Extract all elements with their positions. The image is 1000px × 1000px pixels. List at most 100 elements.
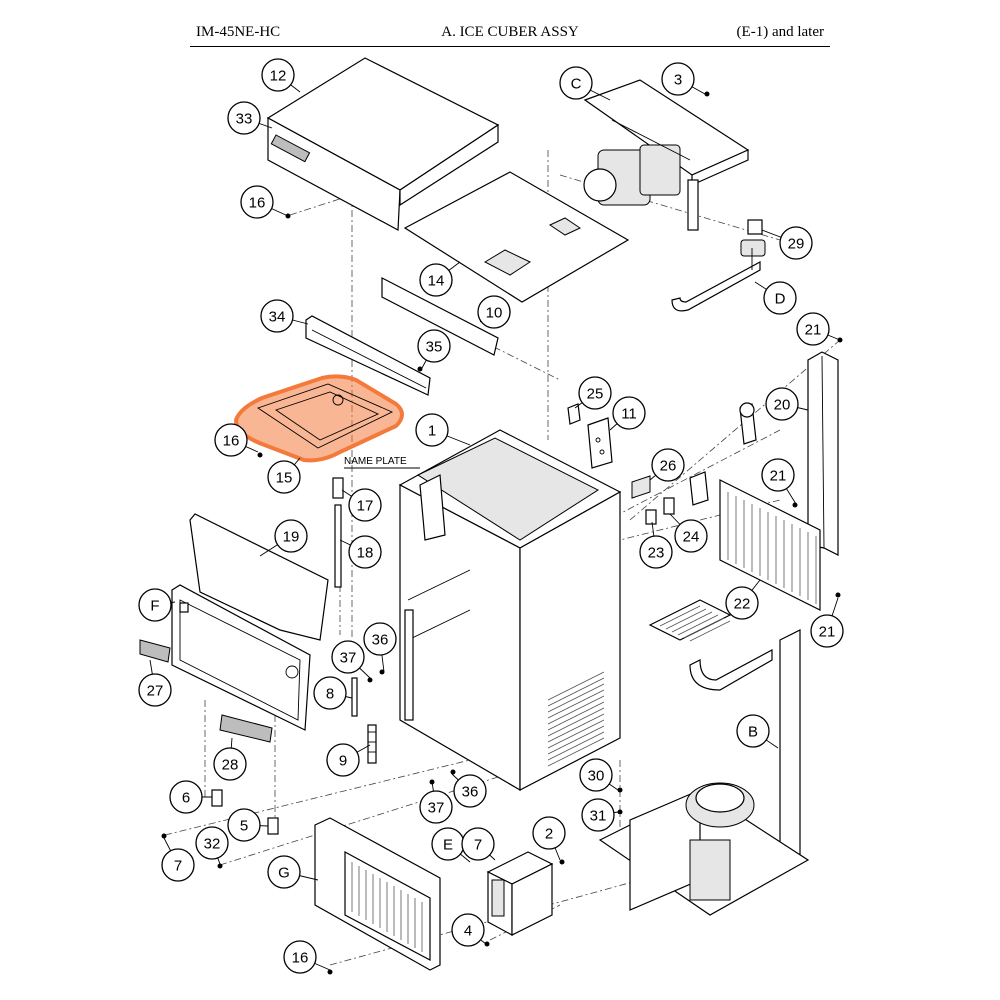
control-mechanism-part-C (583, 79, 750, 231)
callout-number: 22 (734, 596, 751, 613)
callout-circle (260, 299, 294, 333)
callout-number: 28 (222, 757, 239, 774)
callout-36: 36 (453, 774, 487, 808)
page-header: IM-45NE-HC A. ICE CUBER ASSY (E-1) and l… (190, 20, 830, 47)
labels-27-28 (139, 639, 273, 743)
top-panel-part-12 (266, 57, 500, 231)
cabinet-part-1 (398, 429, 622, 792)
callout-25: 25 (578, 376, 612, 410)
callout-number: 15 (276, 470, 293, 487)
callout-number: 19 (283, 529, 300, 546)
callout-number: 30 (588, 768, 605, 785)
callout-32: 32 (195, 826, 229, 860)
callout-number: 20 (774, 397, 791, 414)
callout-circle (639, 535, 673, 569)
callout-number: 21 (819, 624, 836, 641)
callout-circle (810, 614, 844, 648)
callout-28: 28 (213, 747, 247, 781)
callout-circle (274, 519, 308, 553)
callout-6: 6 (169, 780, 203, 814)
callout-9: 9 (326, 743, 360, 777)
callout-circle (559, 66, 593, 100)
bracket-part-34 (305, 315, 431, 396)
control-box-part-E (486, 851, 554, 937)
callout-circle (725, 586, 759, 620)
callout-number: 31 (590, 808, 607, 825)
callout-circle (313, 676, 347, 710)
callout-number: 5 (240, 818, 248, 835)
callout-circle (461, 827, 495, 861)
callout-number: 37 (428, 800, 445, 817)
callout-circle (415, 413, 449, 447)
callout-circle (214, 423, 248, 457)
callout-D: D (763, 281, 797, 315)
callout-35: 35 (417, 329, 451, 363)
callout-31: 31 (581, 798, 615, 832)
callout-number: 2 (545, 826, 553, 843)
callout-circle (453, 774, 487, 808)
callout-number: 23 (648, 545, 665, 562)
callout-30: 30 (579, 758, 613, 792)
callout-24: 24 (674, 519, 708, 553)
callout-G: G (267, 855, 301, 889)
name-plate-label: NAME PLATE (344, 456, 407, 467)
front-bar-part-10 (381, 277, 499, 356)
callout-17: 17 (348, 488, 382, 522)
callout-11: 11 (612, 396, 646, 430)
callout-21: 21 (810, 614, 844, 648)
callout-18: 18 (348, 535, 382, 569)
callout-number: 10 (486, 305, 503, 322)
callout-21: 21 (761, 458, 795, 492)
model-number: IM-45NE-HC (196, 24, 281, 40)
callout-circle (227, 808, 261, 842)
callout-16: 16 (214, 423, 248, 457)
callout-circle (213, 747, 247, 781)
callout-23: 23 (639, 535, 673, 569)
callout-22: 22 (725, 586, 759, 620)
callout-number: 24 (683, 529, 700, 546)
callout-number: 36 (462, 784, 479, 801)
control-parts-25-11-26-23-24 (567, 403, 709, 525)
tray-part-15-highlight (233, 374, 404, 463)
callout-circle (578, 376, 612, 410)
callout-circle (581, 798, 615, 832)
callout-37: 37 (331, 640, 365, 674)
callout-circle (331, 640, 365, 674)
callout-number: 27 (147, 683, 164, 700)
front-grille-part-G (314, 817, 441, 971)
callout-number: E (443, 837, 453, 854)
callout-number: 12 (270, 68, 287, 85)
callout-number: 16 (292, 950, 309, 967)
callout-number: 7 (474, 837, 482, 854)
callout-circle (451, 913, 485, 947)
callout-19: 19 (274, 519, 308, 553)
diagram-title: A. ICE CUBER ASSY (441, 24, 579, 40)
callout-circle (267, 855, 301, 889)
callout-34: 34 (260, 299, 294, 333)
callout-number: 36 (372, 632, 389, 649)
callout-number: 4 (464, 923, 472, 940)
callout-number: 6 (182, 790, 190, 807)
callout-circle (161, 848, 195, 882)
callout-circle (348, 535, 382, 569)
callout-number: 33 (236, 111, 253, 128)
callout-7: 7 (161, 848, 195, 882)
callout-number: 8 (326, 686, 334, 703)
revision-note: (E-1) and later (736, 24, 824, 40)
callout-C: C (559, 66, 593, 100)
callout-10: 10 (477, 295, 511, 329)
callout-number: 14 (428, 273, 445, 290)
callout-36: 36 (363, 622, 397, 656)
callout-circle (348, 488, 382, 522)
callout-circle (261, 58, 295, 92)
callout-37: 37 (419, 790, 453, 824)
callout-29: 29 (779, 226, 813, 260)
callout-circle (227, 101, 261, 135)
callout-circle (761, 458, 795, 492)
callout-number: 21 (805, 322, 822, 339)
callout-1: 1 (415, 413, 449, 447)
callout-circle (763, 281, 797, 315)
callout-circle (138, 588, 172, 622)
callout-15: 15 (267, 460, 301, 494)
